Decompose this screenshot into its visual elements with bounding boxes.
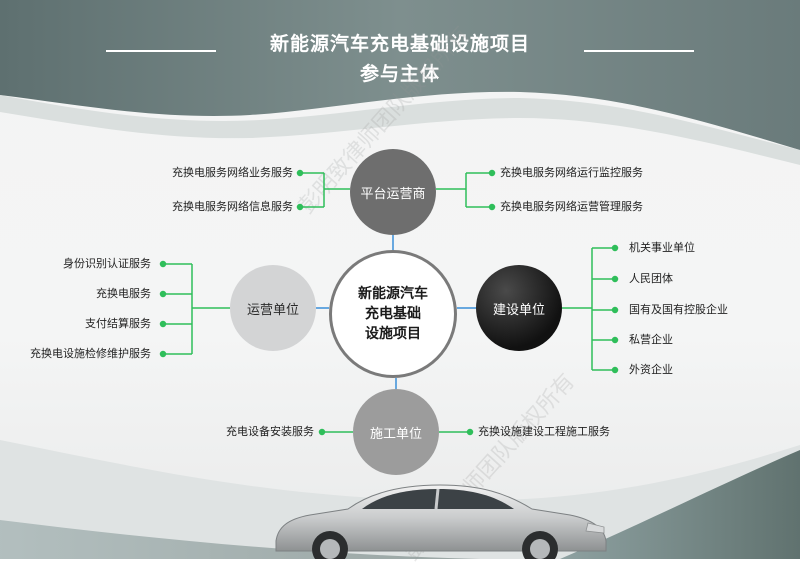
car-illustration bbox=[275, 484, 607, 559]
operating-unit-label: 运营单位 bbox=[246, 302, 299, 318]
operating-unit-item: 充换电服务 bbox=[96, 287, 151, 300]
platform-operator-label: 平台运营商 bbox=[360, 186, 426, 202]
platform-operator-node: 平台运营商 bbox=[350, 149, 436, 235]
operating-unit-item: 支付结算服务 bbox=[85, 317, 151, 330]
page-subtitle: 参与主体 bbox=[359, 63, 440, 85]
builder-left-item: 充电设备安装服务 bbox=[226, 425, 314, 438]
page-title: 新能源汽车充电基础设施项目 bbox=[269, 33, 530, 55]
center-line-1: 新能源汽车 bbox=[358, 286, 428, 302]
center-line-2: 充电基础 bbox=[365, 306, 421, 322]
platform-right-item: 充换电服务网络运行监控服务 bbox=[500, 166, 643, 179]
title-rule-left bbox=[106, 50, 216, 52]
construction-unit-item: 国有及国有控股企业 bbox=[629, 303, 728, 316]
center-node: 新能源汽车 充电基础 设施项目 bbox=[329, 250, 457, 378]
construction-unit-item: 私营企业 bbox=[629, 333, 673, 346]
platform-left-item: 充换电服务网络业务服务 bbox=[172, 166, 293, 179]
operating-unit-item: 充换电设施检修维护服务 bbox=[30, 347, 151, 360]
builder-right-item: 充换设施建设工程施工服务 bbox=[478, 425, 610, 438]
builder-unit-node: 施工单位 bbox=[353, 389, 439, 475]
platform-left-item: 充换电服务网络信息服务 bbox=[172, 200, 293, 213]
construction-unit-node: 建设单位 bbox=[476, 265, 562, 351]
center-line-3: 设施项目 bbox=[365, 326, 421, 342]
construction-unit-item: 外资企业 bbox=[629, 363, 673, 376]
construction-unit-item: 人民团体 bbox=[629, 272, 673, 285]
platform-right-item: 充换电服务网络运营管理服务 bbox=[500, 200, 643, 213]
operating-unit-node: 运营单位 bbox=[230, 265, 316, 351]
operating-unit-item: 身份识别认证服务 bbox=[63, 257, 151, 270]
construction-unit-label: 建设单位 bbox=[492, 302, 545, 318]
builder-unit-label: 施工单位 bbox=[369, 426, 422, 442]
title-rule-right bbox=[584, 50, 694, 52]
construction-unit-item: 机关事业单位 bbox=[629, 241, 695, 254]
